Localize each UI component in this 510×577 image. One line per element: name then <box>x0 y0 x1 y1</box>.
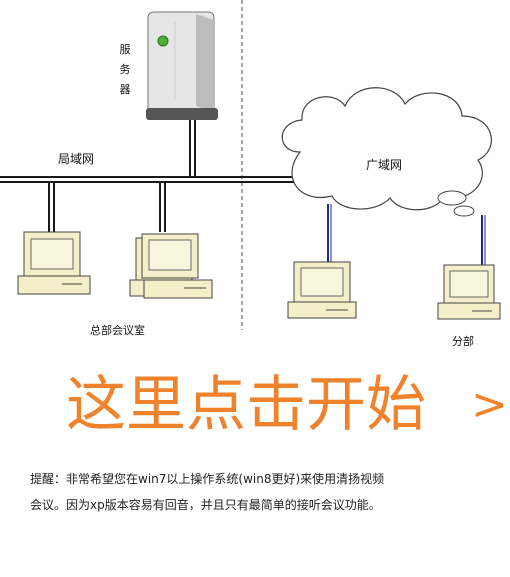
start-link-text[interactable]: 这里点击开始 <box>66 370 426 440</box>
computer-icon <box>287 261 357 319</box>
computer-group-icon <box>129 233 213 299</box>
network-diagram: 服 务 器 局域网 广域网 总部会议室 分部 <box>0 0 501 348</box>
network-diagram-graphic <box>0 0 501 330</box>
notice-line-2: 会议。因为xp版本容易有回音，并且只有最简单的接听会议功能。 <box>30 498 381 512</box>
server-label-char: 务 <box>119 63 131 76</box>
server-label: 服 务 器 <box>118 40 132 100</box>
notice-text: 提醒：非常希望您在win7以上操作系统(win8更好)来使用清扬视频 会议。因为… <box>30 466 500 518</box>
hq-label: 总部会议室 <box>90 324 145 337</box>
wan-label: 广域网 <box>366 158 403 172</box>
chevron-right-icon[interactable]: > <box>471 379 508 430</box>
branch-label: 分部 <box>452 335 474 348</box>
computer-icon <box>17 231 91 295</box>
lan-label: 局域网 <box>58 152 95 166</box>
start-link[interactable]: 这里点击开始 > <box>66 362 508 448</box>
server-label-char: 服 <box>119 43 131 56</box>
server-icon <box>146 11 218 120</box>
computer-icon <box>437 264 501 320</box>
server-label-char: 器 <box>119 83 131 96</box>
cloud-icon <box>281 87 492 217</box>
notice-line-1: 提醒：非常希望您在win7以上操作系统(win8更好)来使用清扬视频 <box>30 472 385 486</box>
